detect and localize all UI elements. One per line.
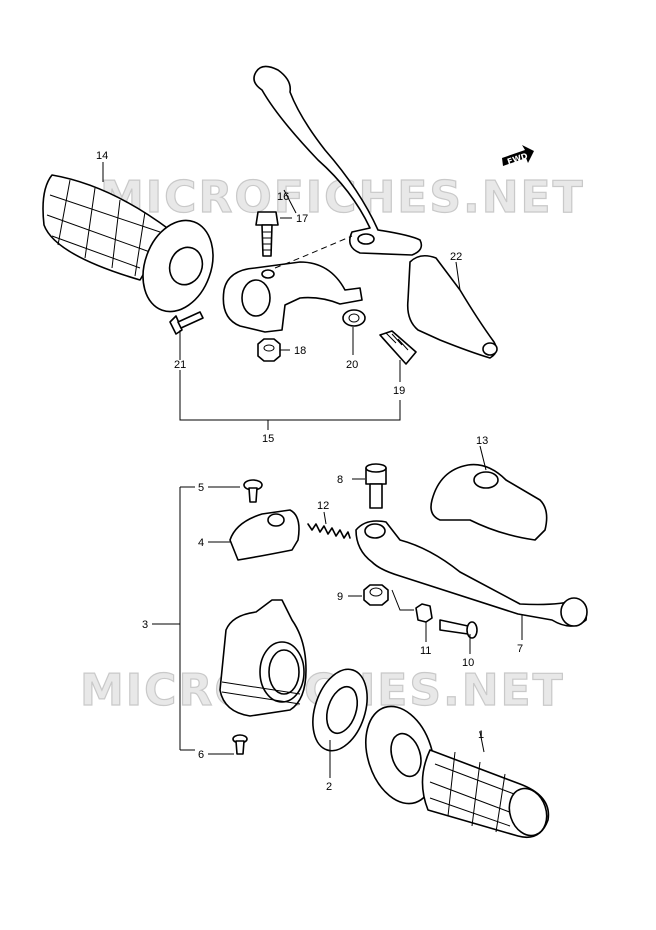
label-16: 16 — [277, 191, 289, 203]
label-11: 11 — [420, 645, 431, 657]
cover-13-part — [430, 463, 548, 541]
label-17: 17 — [296, 213, 308, 225]
bracket-15 — [179, 370, 401, 421]
label-2: 2 — [326, 781, 332, 793]
lever-holder-part — [222, 235, 363, 333]
bracket-3 — [179, 486, 195, 751]
label-20: 20 — [346, 359, 358, 371]
nut-9-part — [363, 584, 389, 606]
label-1: 1 — [478, 729, 484, 741]
upper-lever-part — [253, 65, 423, 256]
grip-right-part — [365, 705, 550, 839]
screw-21-part — [169, 311, 204, 335]
bolt-17-part — [255, 211, 279, 257]
label-15: 15 — [262, 433, 274, 445]
adjuster-20-part — [342, 309, 366, 327]
label-10: 10 — [462, 657, 474, 669]
bolt-10-part — [439, 619, 478, 639]
label-18: 18 — [294, 345, 306, 357]
housing-3-part — [219, 599, 307, 717]
screw-6-part — [232, 734, 248, 755]
leader-lines — [102, 162, 523, 778]
lower-lever-7-part — [355, 520, 588, 627]
label-14: 14 — [96, 150, 108, 162]
pivot-bolt-8-part — [365, 463, 387, 509]
nut-11-part — [415, 603, 433, 623]
label-21: 21 — [174, 359, 186, 371]
nut-leader — [391, 589, 414, 611]
label-8: 8 — [337, 474, 343, 486]
fwd-label: FWD — [506, 151, 529, 166]
screw-5-part — [243, 479, 263, 503]
watermark-bottom: MICROFICHES.NET — [80, 665, 565, 716]
label-6: 6 — [198, 749, 204, 761]
label-3: 3 — [142, 619, 148, 631]
label-9: 9 — [337, 591, 343, 603]
label-4: 4 — [198, 537, 204, 549]
grip-left-part — [42, 174, 214, 313]
label-19: 19 — [393, 385, 405, 397]
nut-18-part — [257, 338, 281, 362]
cable-bolt-19-part — [379, 330, 417, 365]
clamp-4-part — [229, 509, 300, 561]
label-5: 5 — [198, 482, 204, 494]
spring-12-part — [307, 523, 351, 539]
lever-cover-22-part — [406, 254, 498, 359]
fwd-arrow-icon: FWD — [502, 145, 534, 166]
pulley-2-part — [312, 668, 368, 752]
label-13: 13 — [476, 435, 488, 447]
label-22: 22 — [450, 251, 462, 263]
label-7: 7 — [517, 643, 523, 655]
label-12: 12 — [317, 500, 329, 512]
